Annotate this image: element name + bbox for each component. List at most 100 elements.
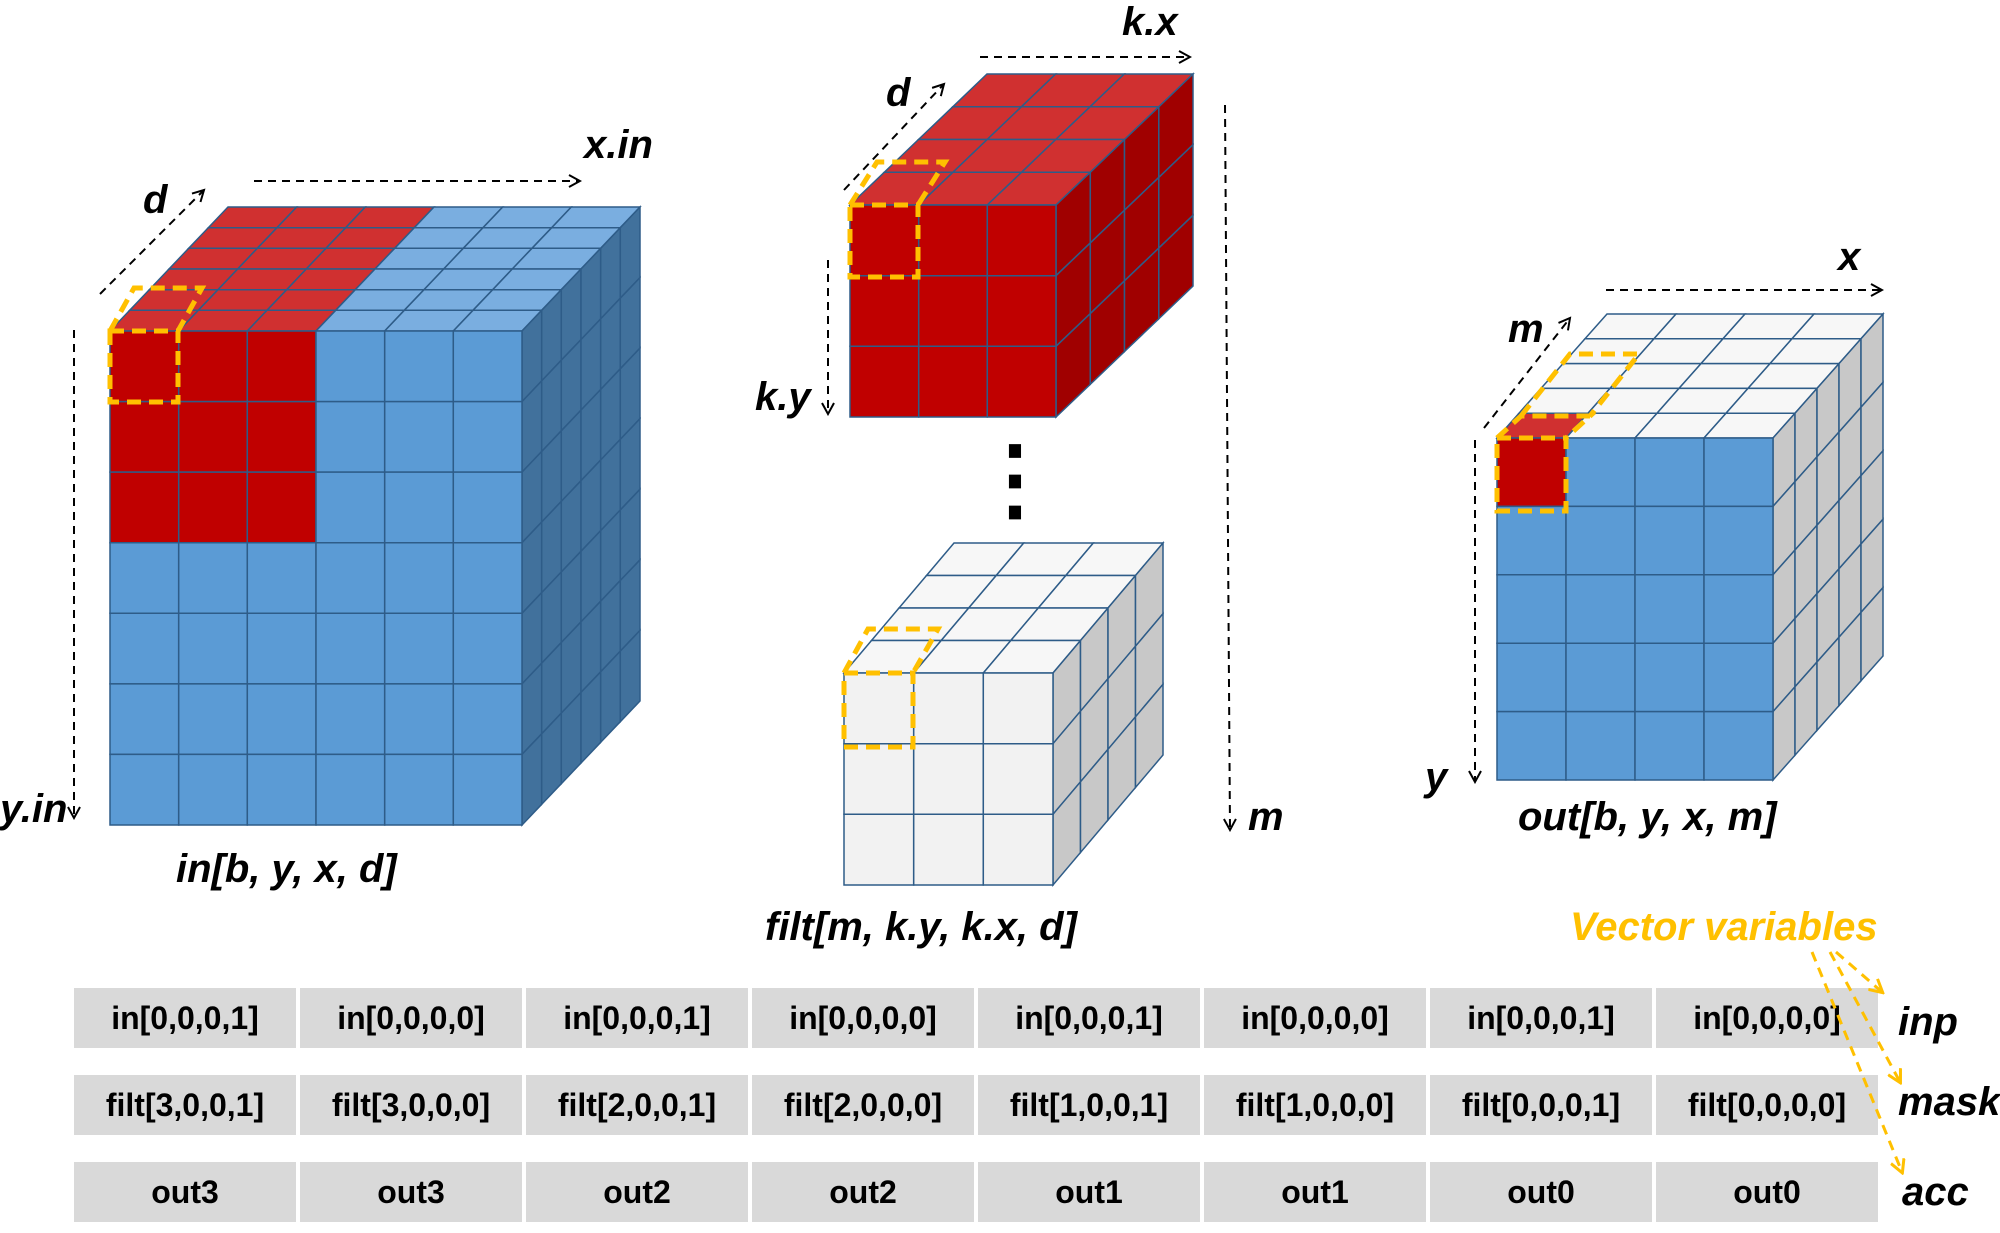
cube-cell <box>912 672 985 745</box>
cube-cell <box>849 274 920 348</box>
table-cell-text: in[0,0,0,1] <box>111 1000 259 1036</box>
cube-cell <box>383 471 455 544</box>
table-cell-text: filt[3,0,0,1] <box>106 1087 264 1123</box>
cube-cell <box>315 683 386 756</box>
filter-cube-white <box>842 540 1165 888</box>
cube-cell <box>452 471 523 544</box>
filter-tensor: ⋮ d k.x k.y m filt[m, k.y, k.x, d] <box>755 0 1284 949</box>
vector-arrow-mask <box>1828 951 1900 1082</box>
input-cube <box>108 205 642 827</box>
table-cell-text: in[0,0,0,0] <box>1693 1000 1841 1036</box>
cube-cell <box>315 753 386 826</box>
cube-cell <box>177 400 249 473</box>
cube-cell <box>109 471 180 544</box>
cube-cell <box>912 813 985 886</box>
output-axis-m: m <box>1508 307 1544 351</box>
table-cell <box>752 988 974 1048</box>
output-tensor: m x y out[b, y, x, m] <box>1423 235 1885 839</box>
cube-cell <box>177 471 249 544</box>
filter-m-arrow <box>1225 104 1230 830</box>
cube-cell <box>1158 213 1194 321</box>
cube-cell <box>1134 682 1164 790</box>
output-axis-x: x <box>1836 235 1862 279</box>
table-cell-text: filt[2,0,0,1] <box>558 1087 716 1123</box>
cube-cell <box>177 330 249 403</box>
cube-cell <box>1703 710 1774 781</box>
filter-tensor-label: filt[m, k.y, k.x, d] <box>765 905 1079 949</box>
cube-cell <box>1565 642 1636 713</box>
cube-cell <box>383 330 455 403</box>
cube-cell <box>1496 642 1567 713</box>
table-cell <box>978 988 1200 1048</box>
vector-variables: Vector variables inp mask acc <box>1570 905 2000 1214</box>
cube-cell <box>1496 574 1567 644</box>
input-d-arrow <box>99 190 204 295</box>
cube-cell <box>109 330 180 403</box>
input-highlight-top <box>107 285 207 333</box>
cube-cell <box>452 330 523 403</box>
table-cell <box>300 988 522 1048</box>
cube-cell <box>246 541 317 615</box>
cube-cell <box>109 683 180 756</box>
cube-cell <box>1703 574 1774 644</box>
table-cell-text: filt[1,0,0,0] <box>1236 1087 1394 1123</box>
filter-ellipsis: ⋮ <box>970 430 1060 530</box>
cube-cell <box>1634 642 1705 713</box>
cube-cell <box>1496 505 1567 576</box>
table-cell <box>526 1162 748 1222</box>
cube-cell <box>917 345 989 418</box>
output-highlight-top <box>1495 413 1597 440</box>
table-cell-text: in[0,0,0,0] <box>337 1000 485 1036</box>
vector-variables-title: Vector variables <box>1570 905 1878 949</box>
table-cell-text: in[0,0,0,1] <box>1015 1000 1163 1036</box>
table-cell-text: out2 <box>829 1174 897 1210</box>
cube-cell <box>452 541 523 615</box>
row-label-acc: acc <box>1902 1170 1969 1214</box>
cube-cell <box>177 612 249 685</box>
filter-white-highlight-front <box>841 670 916 750</box>
cube-cell <box>986 274 1057 348</box>
cube-cell <box>1634 710 1705 781</box>
cube-cell <box>1565 437 1636 508</box>
table-cell <box>752 1162 974 1222</box>
cube-cell <box>917 274 989 348</box>
input-axis-x: x.in <box>582 123 653 167</box>
cube-cell <box>109 612 180 685</box>
filter-axis-d: d <box>886 71 912 115</box>
filter-axis-kx: k.x <box>1122 0 1179 44</box>
cube-cell <box>315 612 386 685</box>
table-cell-text: in[0,0,0,0] <box>1241 1000 1389 1036</box>
table-cell-text: out2 <box>603 1174 671 1210</box>
vector-arrow-inp <box>1835 950 1882 992</box>
cube-cell <box>843 813 915 886</box>
table-cell <box>300 1075 522 1135</box>
output-highlight-back <box>1519 351 1645 418</box>
table-cell-text: out0 <box>1733 1174 1801 1210</box>
table-cell-text: filt[1,0,0,1] <box>1010 1087 1168 1123</box>
table-cell-text: out1 <box>1281 1174 1349 1210</box>
table-cell <box>1204 988 1426 1048</box>
input-axis-d: d <box>143 178 169 222</box>
cube-cell <box>315 541 386 615</box>
cube-cell <box>1860 585 1884 683</box>
cube-cell <box>246 330 317 403</box>
input-tensor: d x.in y.in in[b, y, x, d] <box>0 123 653 891</box>
cube-cell <box>452 683 523 756</box>
table-cell <box>1204 1075 1426 1135</box>
table-cell <box>526 988 748 1048</box>
table-cell-text: out3 <box>377 1174 445 1210</box>
table-cell <box>978 1075 1200 1135</box>
cube-cell <box>177 541 249 615</box>
cube-cell <box>1703 505 1774 576</box>
table-cell <box>74 1075 296 1135</box>
table-cell <box>978 1162 1200 1222</box>
output-m-arrow <box>1483 318 1570 429</box>
cube-cell <box>383 541 455 615</box>
output-axis-y: y <box>1423 755 1449 799</box>
cube-cell <box>843 742 915 816</box>
filter-highlight-front <box>847 202 921 280</box>
filter-axis-ky: k.y <box>755 375 812 419</box>
table-cell <box>74 1162 296 1222</box>
table-cell <box>1204 1162 1426 1222</box>
